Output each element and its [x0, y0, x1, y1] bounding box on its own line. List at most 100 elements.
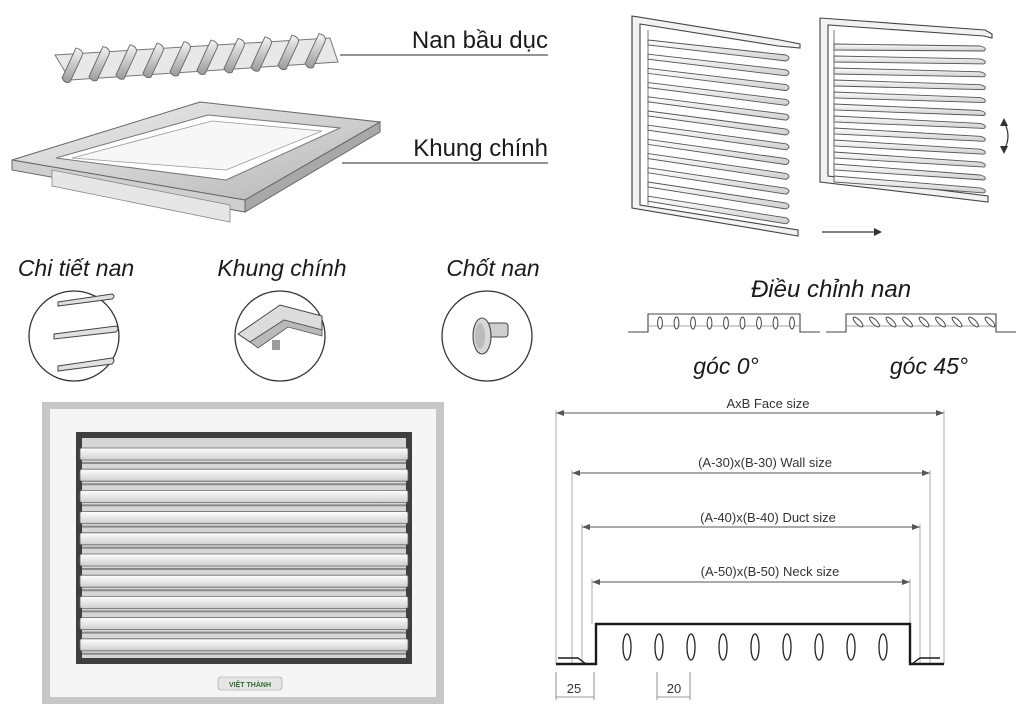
- grille-blade: [647, 153, 790, 180]
- blade-label: Nan bầu dục: [412, 27, 548, 54]
- detail-blade-label: Chi tiết nan: [18, 255, 134, 281]
- detail-pin-circle: [441, 290, 533, 382]
- section-blade: [984, 316, 996, 328]
- grille-blade: [833, 175, 986, 194]
- grille-blade: [833, 79, 986, 91]
- dim-25-label: 25: [567, 681, 581, 696]
- detail-pin-label: Chốt nan: [446, 255, 539, 281]
- grille-blade: [647, 82, 790, 106]
- grille-blade: [833, 151, 986, 168]
- section-blade: [750, 633, 760, 661]
- detail-frame-circle: [234, 290, 326, 382]
- front-blade: [79, 511, 409, 525]
- adjustment-title: Điều chỉnh nan: [751, 276, 911, 303]
- oval-blade: [88, 45, 110, 82]
- dimension-drawing: AxB Face size (A-30)x(B-30) Wall size (A…: [555, 396, 945, 700]
- grille-blade: [647, 124, 790, 151]
- grille-blade: [833, 139, 986, 155]
- grille-blade: [647, 67, 790, 92]
- neck-size-label: (A-50)x(B-50) Neck size: [701, 564, 840, 579]
- section-angle-45: [826, 313, 1016, 333]
- front-blade: [79, 447, 409, 461]
- front-blade: [79, 532, 409, 546]
- oval-blade: [169, 41, 191, 77]
- section-blade: [968, 316, 979, 328]
- front-blade: [79, 617, 409, 630]
- adjustable-grille-fixed: [631, 15, 801, 237]
- section-blade: [739, 316, 746, 330]
- brand-logo: VIỆT THÀNH: [217, 676, 283, 691]
- grille-blade: [647, 39, 790, 62]
- wall-size-label: (A-30)x(B-30) Wall size: [698, 455, 832, 470]
- grille-blade: [833, 103, 986, 116]
- grille-blade: [647, 181, 790, 210]
- section-blade: [673, 316, 680, 330]
- section-blade: [789, 316, 795, 330]
- oval-blade: [304, 33, 326, 69]
- front-blade: [79, 638, 409, 652]
- grille-blade: [647, 195, 790, 225]
- adjustable-grille-rotated: [819, 17, 993, 203]
- detail-frame-label: Khung chính: [217, 255, 346, 281]
- section-blade: [869, 316, 880, 328]
- section-blade: [918, 316, 930, 328]
- section-blade: [935, 316, 946, 328]
- front-blade: [79, 468, 409, 482]
- section-blade: [622, 633, 632, 661]
- section-blade: [885, 316, 897, 328]
- section-blade: [654, 633, 664, 661]
- section-blade: [686, 633, 696, 661]
- front-blade: [79, 574, 409, 588]
- section-blade: [846, 633, 856, 661]
- section-blade: [706, 316, 713, 330]
- grille-blade: [833, 115, 986, 129]
- section-blade: [951, 316, 963, 328]
- oval-blade: [223, 37, 245, 74]
- section-blade: [878, 633, 888, 661]
- grille-blade: [647, 110, 790, 136]
- section-blade: [772, 316, 779, 330]
- oval-blade: [142, 42, 164, 79]
- face-size-label: AxB Face size: [726, 396, 809, 411]
- section-blade: [723, 316, 729, 330]
- grille-blade: [833, 163, 986, 181]
- svg-text:VIỆT THÀNH: VIỆT THÀNH: [229, 680, 271, 689]
- grille-blade: [647, 167, 790, 195]
- duct-size-label: (A-40)x(B-40) Duct size: [700, 510, 836, 525]
- frame-label: Khung chính: [413, 135, 548, 162]
- oval-blade: [196, 39, 218, 75]
- section-blade: [814, 633, 824, 661]
- main-frame-exploded: [11, 101, 382, 223]
- grille-blade: [647, 96, 790, 121]
- grille-blade: [833, 127, 986, 142]
- section-blade: [902, 316, 913, 328]
- section-blade: [690, 316, 696, 330]
- angle-45-label: góc 45°: [890, 353, 968, 379]
- section-blade: [756, 316, 762, 330]
- dim-20-label: 20: [667, 681, 681, 696]
- grille-blade: [647, 53, 790, 77]
- front-blade: [79, 553, 409, 567]
- section-blade: [852, 316, 864, 328]
- section-blade: [718, 633, 728, 661]
- section-angle-0: [628, 313, 820, 333]
- oval-blade: [250, 36, 272, 72]
- front-view-grille: VIỆT THÀNH: [42, 402, 444, 704]
- rotate-arrow-icon: [1000, 118, 1009, 154]
- grille-blade: [833, 55, 986, 65]
- section-blade: [782, 633, 792, 661]
- grille-blade: [647, 138, 790, 166]
- grille-blade: [833, 67, 986, 78]
- grille-blade: [833, 91, 986, 104]
- oval-blade: [277, 34, 299, 71]
- detail-blade-circle: [28, 290, 120, 382]
- angle-0-label: góc 0°: [693, 353, 758, 379]
- grille-blade: [833, 43, 986, 52]
- front-blade: [79, 489, 409, 503]
- section-blade: [657, 316, 663, 330]
- front-blade: [79, 596, 409, 609]
- oval-blade: [115, 44, 137, 80]
- oval-blade: [61, 47, 83, 83]
- direction-arrow-icon: [822, 228, 882, 236]
